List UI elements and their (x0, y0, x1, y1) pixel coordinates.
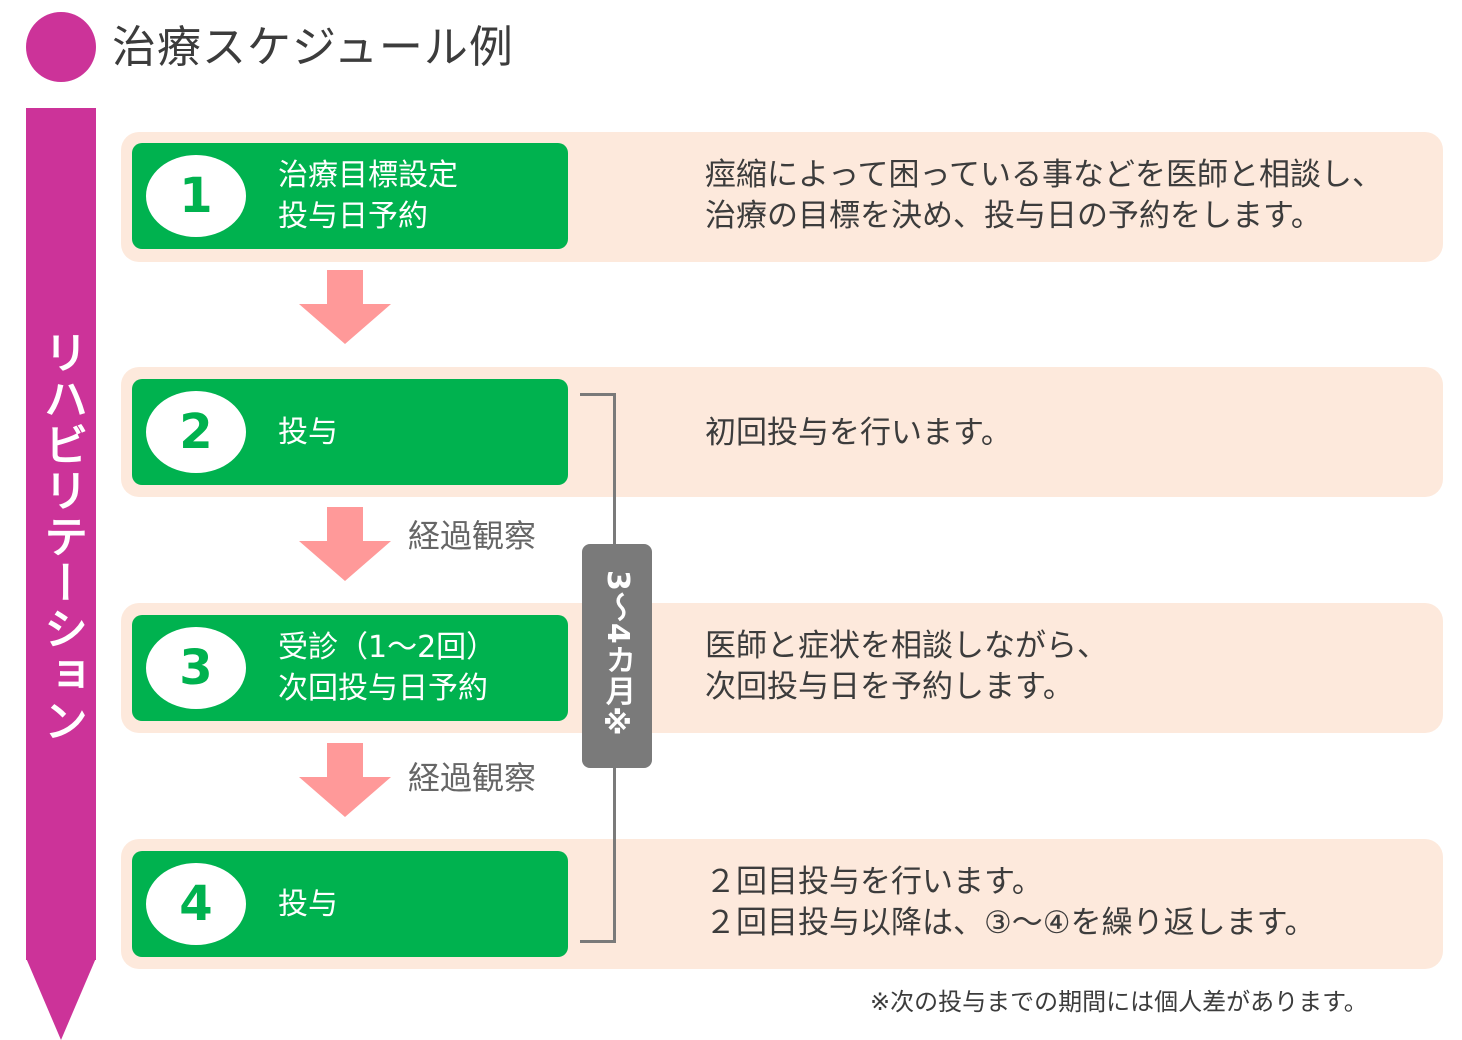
description-line: ２回目投与を行います。 (705, 864, 1043, 900)
step-number-3: 3 (146, 627, 246, 709)
description-line: 医師と症状を相談しながら、 (705, 628, 1108, 664)
step-label-4: 投与 (278, 851, 568, 957)
step-box-1: 1 治療目標設定 投与日予約 (132, 143, 568, 249)
step-number-2: 2 (146, 391, 246, 473)
step-box-3: 3 受診（1～2回） 次回投与日予約 (132, 615, 568, 721)
step-label-line: 次回投与日予約 (278, 671, 488, 706)
description-line: 治療の目標を決め、投与日の予約をします。 (705, 198, 1322, 234)
description-line: 痙縮によって困っている事などを医師と相談し、 (705, 157, 1383, 193)
step-label-line: 治療目標設定 (278, 158, 458, 193)
step-box-2: 2 投与 (132, 379, 568, 485)
step-label-1: 治療目標設定 投与日予約 (278, 143, 568, 249)
step-description-4: ２回目投与を行います。 ２回目投与以降は、③～④を繰り返します。 (705, 862, 1435, 944)
observation-label: 経過観察 (408, 759, 537, 797)
down-arrow-icon (299, 507, 391, 581)
step-label-line: 投与 (278, 886, 338, 922)
step-label-3: 受診（1～2回） 次回投与日予約 (278, 615, 568, 721)
page-title: 治療スケジュール例 (112, 22, 514, 73)
step-label-2: 投与 (278, 379, 568, 485)
description-line: 次回投与日を予約します。 (705, 669, 1074, 705)
step-number-1: 1 (146, 155, 246, 237)
step-label-line: 受診（1～2回） (278, 630, 497, 665)
description-line: 初回投与を行います。 (705, 415, 1012, 451)
down-arrow-icon (299, 743, 391, 817)
timeline-arrow-icon (26, 958, 96, 1040)
down-arrow-icon (299, 270, 391, 344)
step-description-3: 医師と症状を相談しながら、 次回投与日を予約します。 (705, 626, 1435, 708)
description-line: ２回目投与以降は、③～④を繰り返します。 (705, 905, 1316, 941)
step-box-4: 4 投与 (132, 851, 568, 957)
footnote: ※次の投与までの期間には個人差があります。 (870, 988, 1368, 1016)
step-label-line: 投与 (278, 414, 338, 450)
timeline-label: リハビリテーション (36, 330, 87, 744)
duration-label: 3～4カ月※ (600, 569, 635, 743)
title-bullet-icon (26, 12, 96, 82)
step-number-4: 4 (146, 863, 246, 945)
duration-badge: 3～4カ月※ (582, 544, 652, 768)
step-description-2: 初回投与を行います。 (705, 413, 1435, 454)
observation-label: 経過観察 (408, 517, 537, 555)
step-label-line: 投与日予約 (278, 199, 428, 234)
step-description-1: 痙縮によって困っている事などを医師と相談し、 治療の目標を決め、投与日の予約をし… (705, 155, 1435, 237)
timeline-bar (26, 108, 96, 960)
